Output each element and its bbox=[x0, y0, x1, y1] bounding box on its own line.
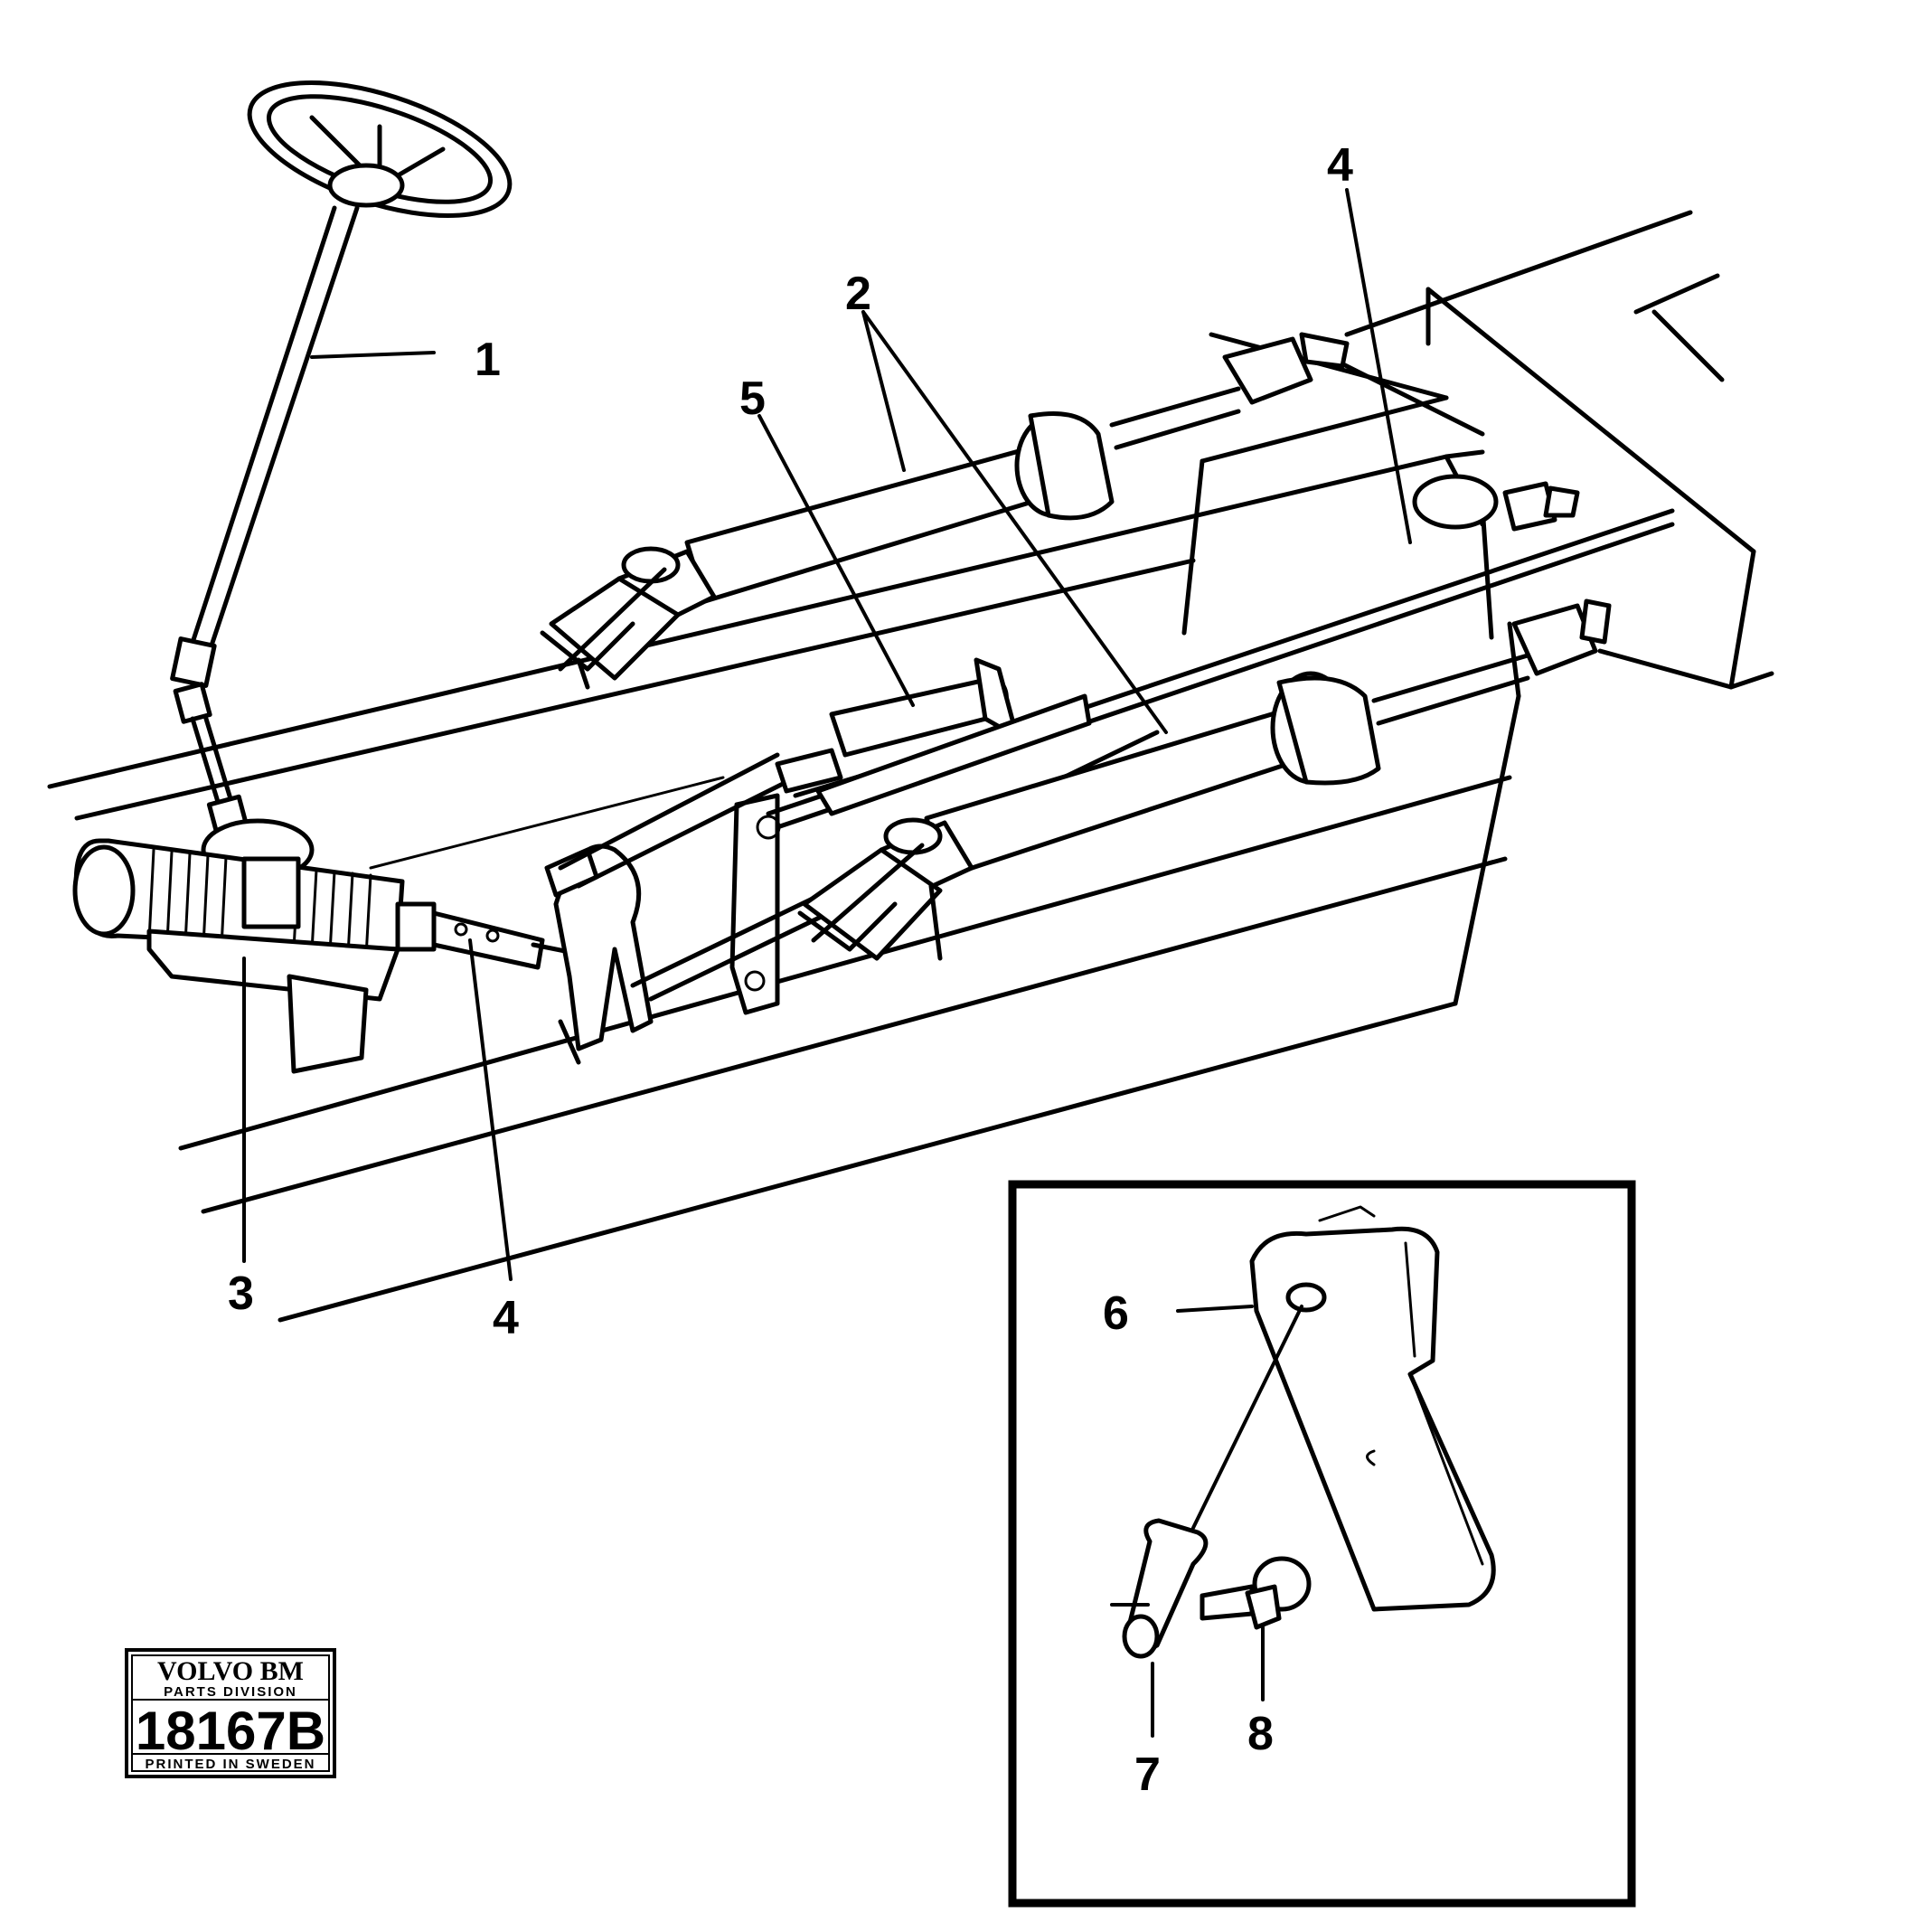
steering-arm-bracket bbox=[544, 793, 781, 1065]
stamp-division: PARTS DIVISION bbox=[164, 1684, 297, 1700]
drag-link bbox=[431, 910, 581, 970]
detail-inset: 6 7 8 bbox=[1008, 1180, 1636, 1908]
stamp-printed: PRINTED IN SWEDEN bbox=[145, 1757, 315, 1772]
servo-cylinder bbox=[775, 657, 1092, 816]
hydraulic-cylinder-upper bbox=[540, 332, 1350, 690]
stamp-brand: VOLVO BM bbox=[157, 1656, 304, 1686]
callout-3: 3 bbox=[228, 1268, 254, 1320]
track-rod-end bbox=[1502, 481, 1580, 532]
hydraulic-cylinder-lower bbox=[797, 598, 1612, 961]
callout-8: 8 bbox=[1247, 1708, 1274, 1760]
callout-2: 2 bbox=[845, 268, 871, 320]
steering-column bbox=[170, 80, 513, 843]
callout-4-top: 4 bbox=[1327, 139, 1353, 192]
callout-1: 1 bbox=[475, 334, 501, 386]
callout-4-bottom: 4 bbox=[493, 1292, 519, 1344]
frame-outline bbox=[47, 210, 1774, 1323]
callout-7: 7 bbox=[1134, 1748, 1161, 1801]
callout-5: 5 bbox=[739, 372, 766, 425]
callout-6: 6 bbox=[1103, 1287, 1129, 1340]
stamp-drawing-number: 18167B bbox=[136, 1701, 325, 1761]
leader-lines bbox=[242, 188, 1412, 1281]
steering-gear bbox=[72, 818, 437, 1074]
parts-stamp: VOLVO BM PARTS DIVISION 18167B PRINTED I… bbox=[125, 1648, 336, 1778]
